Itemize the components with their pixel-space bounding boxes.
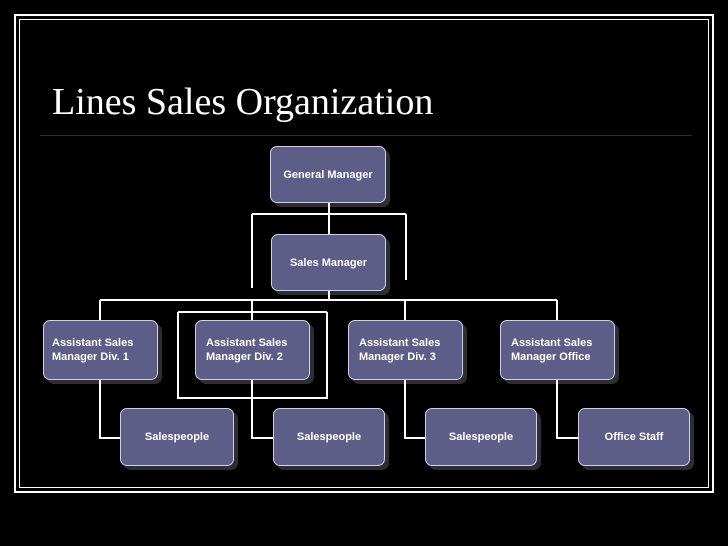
assistant-div1-label: Assistant Sales Manager Div. 1 [52, 337, 134, 363]
general-manager-label: General Manager [283, 168, 373, 181]
salespeople-div3-box: Salespeople [425, 408, 537, 466]
office-staff-label: Office Staff [604, 431, 664, 443]
salespeople-div2-label: Salespeople [296, 431, 362, 443]
title-rule [40, 135, 692, 136]
inner-frame [19, 19, 709, 488]
assistant-div3-label: Assistant Sales Manager Div. 3 [359, 337, 441, 363]
connector-a2-staff [251, 380, 273, 439]
assistant-office-box: Assistant Sales Manager Office [500, 320, 615, 380]
salespeople-div1-label: Salespeople [144, 431, 210, 443]
sales-manager-label: Sales Manager [289, 256, 368, 269]
connector-a3-staff [404, 380, 425, 439]
general-manager-box: General Manager [270, 146, 386, 203]
salespeople-div1-box: Salespeople [120, 408, 234, 466]
slide-title: Lines Sales Organization [52, 81, 434, 123]
office-staff-box: Office Staff [578, 408, 690, 466]
assistant-div1-box: Assistant Sales Manager Div. 1 [43, 320, 158, 380]
assistant-div2-label: Assistant Sales Manager Div. 2 [206, 337, 288, 363]
sales-manager-box: Sales Manager [271, 234, 386, 291]
connector-a4-staff [556, 380, 578, 439]
outer-frame [14, 14, 714, 493]
connector-a1-staff [99, 380, 120, 439]
salespeople-div3-label: Salespeople [448, 431, 514, 443]
assistant-office-label: Assistant Sales Manager Office [511, 337, 593, 363]
assistant-div3-box: Assistant Sales Manager Div. 3 [348, 320, 463, 380]
salespeople-div2-box: Salespeople [273, 408, 385, 466]
assistant-div2-box: Assistant Sales Manager Div. 2 [195, 320, 310, 380]
